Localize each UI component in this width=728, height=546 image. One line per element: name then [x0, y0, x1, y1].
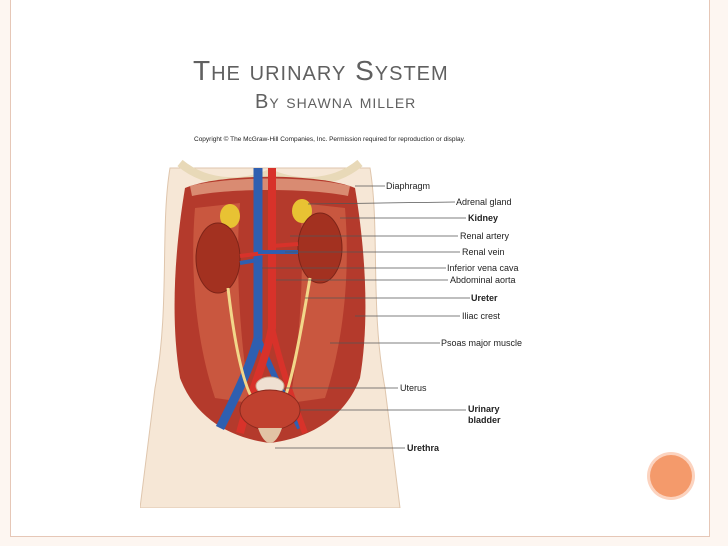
copyright-notice: Copyright © The McGraw-Hill Companies, I…	[194, 136, 465, 143]
label-psoas-major-muscle: Psoas major muscle	[441, 338, 522, 348]
renal-vessels-right	[272, 244, 298, 246]
label-diaphragm: Diaphragm	[386, 181, 430, 191]
label-ureter: Ureter	[471, 293, 498, 303]
urinary-system-diagram: Diaphragm Adrenal gland Kidney Renal art…	[140, 148, 540, 508]
label-renal-vein: Renal vein	[462, 247, 505, 257]
title-block: The urinary System By shawna miller	[193, 55, 633, 115]
slide-title: The urinary System	[193, 55, 633, 87]
decorative-accent-circle	[650, 455, 692, 497]
kidney-right	[298, 213, 342, 283]
label-abdominal-aorta: Abdominal aorta	[450, 275, 516, 285]
label-urinary-bladder-line2: bladder	[468, 415, 501, 425]
label-iliac-crest: Iliac crest	[462, 311, 501, 321]
label-inferior-vena-cava: Inferior vena cava	[447, 263, 519, 273]
bladder-shape	[240, 390, 300, 430]
slide-subtitle: By shawna miller	[255, 89, 633, 115]
label-renal-artery: Renal artery	[460, 231, 510, 241]
kidney-left	[196, 223, 240, 293]
label-urethra: Urethra	[407, 443, 440, 453]
label-urinary-bladder-line1: Urinary	[468, 404, 500, 414]
label-adrenal-gland: Adrenal gland	[456, 197, 512, 207]
label-kidney: Kidney	[468, 213, 498, 223]
label-uterus: Uterus	[400, 383, 427, 393]
